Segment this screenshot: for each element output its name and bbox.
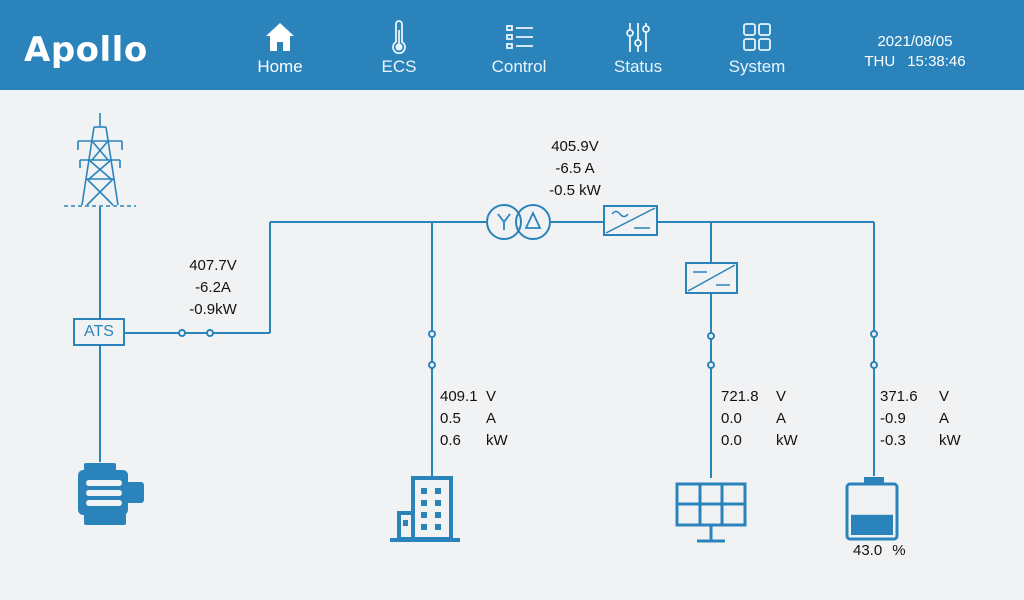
- battery-soc-unit: %: [892, 542, 906, 559]
- battery-icon: [845, 477, 899, 541]
- battery-current-unit: A: [939, 410, 950, 427]
- ats-voltage-unit: V: [226, 257, 237, 274]
- ats-switch[interactable]: ATS: [73, 318, 125, 346]
- generator-icon: [78, 463, 144, 525]
- thermometer-icon: [392, 20, 406, 54]
- building-power-value: 0.6: [440, 432, 461, 449]
- sliders-icon: [626, 23, 650, 52]
- nav-ecs-label: ECS: [381, 57, 417, 76]
- nav-ecs[interactable]: ECS: [349, 0, 449, 90]
- building-readout: 409.1 V 0.5 A 0.6 kW: [440, 386, 508, 452]
- battery-voltage-unit: V: [939, 388, 950, 405]
- clock: 15:38:46: [907, 53, 966, 70]
- battery-current-value: -0.9: [880, 410, 906, 427]
- transformer-power-value: -0.5: [549, 182, 575, 199]
- transformer-power-unit: kW: [579, 182, 601, 199]
- pv-power-value: 0.0: [721, 432, 742, 449]
- transformer-readout: 405.9V -6.5 A -0.5 kW: [528, 136, 622, 202]
- battery-power-unit: kW: [939, 432, 961, 449]
- ats-voltage-value: 407.7: [189, 257, 227, 274]
- pv-current-unit: A: [776, 410, 787, 427]
- battery-soc: 43.0%: [853, 542, 916, 559]
- transformer-current-unit: A: [584, 160, 595, 177]
- inverter-icon: [603, 205, 658, 236]
- app-logo: Apollo: [24, 30, 148, 70]
- battery-readout: 371.6 V -0.9 A -0.3 kW: [880, 386, 961, 452]
- grid-icon: [743, 23, 771, 51]
- top-bar: Apollo Home ECS Control Status: [0, 0, 1024, 90]
- ats-current-value: -6.2: [195, 279, 221, 296]
- building-power-unit: kW: [486, 432, 508, 449]
- solar-panel-icon: [675, 482, 747, 543]
- transformer-voltage-unit: V: [588, 138, 599, 155]
- nav-home-label: Home: [257, 57, 303, 76]
- pv-current-value: 0.0: [721, 410, 742, 427]
- list-icon: [506, 25, 533, 49]
- ats-current-unit: A: [220, 279, 231, 296]
- pv-power-unit: kW: [776, 432, 798, 449]
- building-voltage-value: 409.1: [440, 388, 478, 405]
- ats-power-value: -0.9: [189, 301, 216, 318]
- date: 2021/08/05: [877, 33, 953, 50]
- battery-voltage-value: 371.6: [880, 388, 918, 405]
- transformer-voltage-value: 405.9: [551, 138, 589, 155]
- battery-power-value: -0.3: [880, 432, 906, 449]
- nav-control[interactable]: Control: [469, 0, 569, 90]
- transformer-current-value: -6.5: [555, 160, 582, 177]
- pv-voltage-unit: V: [776, 388, 787, 405]
- converter-icon: [685, 262, 738, 294]
- nav-status[interactable]: Status: [588, 0, 688, 90]
- weekday: THU: [864, 53, 896, 70]
- nav-system[interactable]: System: [707, 0, 807, 90]
- nav-system-label: System: [728, 57, 786, 76]
- power-tower-icon: [64, 113, 136, 207]
- ats-power-unit: kW: [215, 301, 237, 318]
- battery-soc-value: 43.0: [853, 542, 883, 559]
- nav-status-label: Status: [613, 57, 663, 76]
- building-icon: [390, 476, 460, 542]
- building-voltage-unit: V: [486, 388, 497, 405]
- pv-readout: 721.8 V 0.0 A 0.0 kW: [721, 386, 798, 452]
- transformer-icon: [486, 204, 551, 240]
- datetime: 2021/08/05 THU 15:38:46: [850, 32, 980, 72]
- pv-voltage-value: 721.8: [721, 388, 759, 405]
- building-current-unit: A: [486, 410, 497, 427]
- nav-home[interactable]: Home: [230, 0, 330, 90]
- home-icon: [266, 23, 294, 51]
- battery-level-fill: [851, 514, 893, 535]
- single-line-diagram: [64, 113, 899, 543]
- ats-feeder-readout: 407.7V -6.2A -0.9kW: [170, 255, 256, 321]
- nav-control-label: Control: [491, 57, 547, 76]
- building-current-value: 0.5: [440, 410, 461, 427]
